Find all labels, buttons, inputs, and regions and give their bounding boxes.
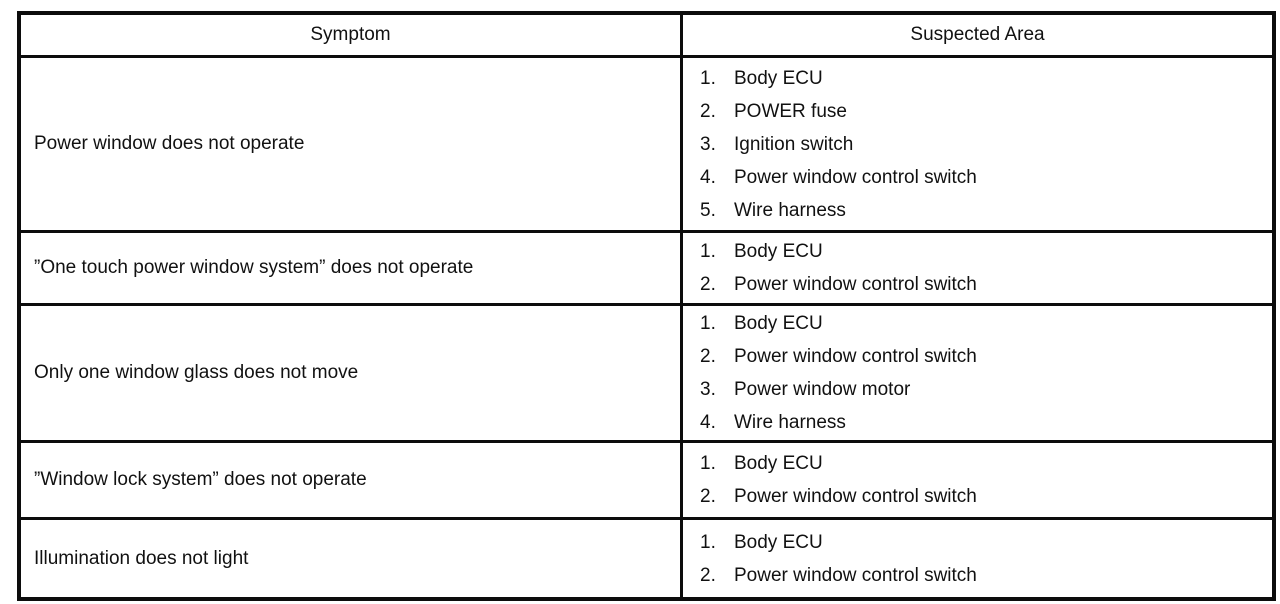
area-number: 1. <box>700 531 716 553</box>
area-label: Power window control switch <box>734 486 977 507</box>
area-item: 3. Ignition switch <box>700 128 1266 161</box>
area-label: Wire harness <box>734 412 846 433</box>
area-item: 1. Body ECU <box>700 235 1266 268</box>
symptom-cell: ”One touch power window system” does not… <box>34 257 474 278</box>
area-label: Power window control switch <box>734 564 977 586</box>
table-row: Only one window glass does not move 1. Bo… <box>21 303 1272 440</box>
area-number: 1. <box>700 453 716 474</box>
area-label: Body ECU <box>734 453 823 474</box>
area-number: 4. <box>700 412 716 433</box>
header-symptom: Symptom <box>310 24 391 45</box>
suspected-area-cell: 1. Body ECU 2. POWER fuse 3. Ignition switc… <box>680 58 1272 230</box>
area-number: 3. <box>700 133 716 155</box>
symptom-cell: Illumination does not light <box>34 547 249 569</box>
table-row: ”One touch power window system” does not… <box>21 230 1272 303</box>
area-item: 3. Power window motor <box>700 373 1266 406</box>
area-label: Power window control switch <box>734 166 977 188</box>
header-suspected-area: Suspected Area <box>680 15 1272 55</box>
area-number: 2. <box>700 564 716 586</box>
area-number: 1. <box>700 241 716 262</box>
troubleshooting-table: Symptom Suspected Area Power window does… <box>17 11 1276 601</box>
area-item: 4. Wire harness <box>700 406 1266 439</box>
area-label: Ignition switch <box>734 133 854 155</box>
area-label: Power window motor <box>734 379 911 400</box>
area-number: 3. <box>700 379 716 400</box>
area-item: 1. Body ECU <box>700 62 1266 95</box>
area-item: 2. Power window control switch <box>700 340 1266 373</box>
area-label: Body ECU <box>734 313 823 334</box>
area-label: Body ECU <box>734 531 823 553</box>
area-number: 2. <box>700 346 716 367</box>
area-number: 2. <box>700 486 716 507</box>
suspected-area-cell: 1. Body ECU 2. Power window control switch <box>680 520 1272 597</box>
area-number: 4. <box>700 166 716 188</box>
table-row: ”Window lock system” does not operate 1.… <box>21 440 1272 517</box>
area-item: 2. Power window control switch <box>700 268 1266 301</box>
table-row: Illumination does not light 1. Body ECU 2… <box>21 517 1272 597</box>
area-number: 2. <box>700 274 716 295</box>
symptom-cell: ”Window lock system” does not operate <box>34 469 367 490</box>
symptom-cell: Only one window glass does not move <box>34 362 359 383</box>
area-label: Power window control switch <box>734 346 977 367</box>
area-number: 5. <box>700 199 716 221</box>
area-label: Body ECU <box>734 241 823 262</box>
area-label: Wire harness <box>734 199 846 221</box>
area-item: 2. Power window control switch <box>700 480 1266 513</box>
area-item: 2. POWER fuse <box>700 95 1266 128</box>
area-item: 5. Wire harness <box>700 194 1266 227</box>
area-number: 1. <box>700 313 716 334</box>
area-item: 2. Power window control switch <box>700 559 1266 592</box>
suspected-area-cell: 1. Body ECU 2. Power window control switch… <box>680 306 1272 440</box>
area-item: 1. Body ECU <box>700 447 1266 480</box>
area-item: 4. Power window control switch <box>700 161 1266 194</box>
area-item: 1. Body ECU <box>700 307 1266 340</box>
area-number: 2. <box>700 100 716 122</box>
area-label: POWER fuse <box>734 100 847 122</box>
area-number: 1. <box>700 67 716 89</box>
symptom-cell: Power window does not operate <box>34 133 305 154</box>
suspected-area-cell: 1. Body ECU 2. Power window control switch <box>680 443 1272 517</box>
table-row: Power window does not operate 1. Body ECU… <box>21 55 1272 230</box>
area-label: Body ECU <box>734 67 823 89</box>
area-label: Power window control switch <box>734 274 977 295</box>
suspected-area-cell: 1. Body ECU 2. Power window control switch <box>680 233 1272 303</box>
area-item: 1. Body ECU <box>700 526 1266 559</box>
table-header-row: Symptom Suspected Area <box>21 15 1272 55</box>
